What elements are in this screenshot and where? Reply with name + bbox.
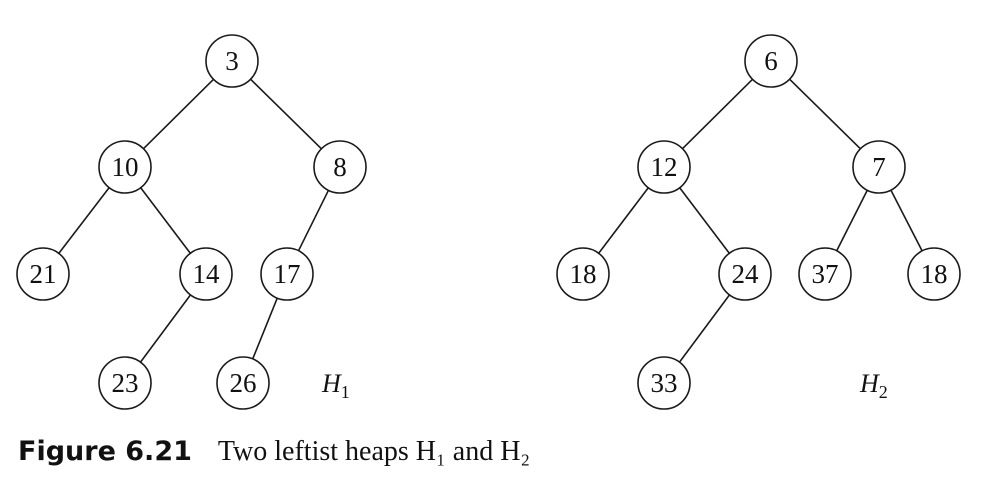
edges-layer [58,78,923,363]
h1-node-value: 21 [30,259,57,289]
h1-edge-14-23 [139,294,192,363]
h2-node-value: 24 [732,259,760,289]
h2-edge-12-18 [598,187,649,254]
h1-node-value: 23 [112,368,139,398]
h2-node-value: 12 [651,152,678,182]
h2-node-circle [556,247,610,301]
h2-node-circle [744,34,798,88]
h1-node: 23 [98,356,152,410]
h2-node-circle [718,247,772,301]
h2-node-value: 7 [872,152,886,182]
h1-edge-10-21 [58,187,110,254]
h2-node: 6 [744,34,798,88]
h2-edge-6-12 [681,78,754,150]
h2-edge-24-33 [678,294,731,363]
h2-node: 12 [637,140,691,194]
h2-node: 18 [907,247,961,301]
h1-node-circle [98,140,152,194]
caption-text: Two leftist heaps H₁ and H₂ [217,436,531,467]
h2-edge-7-37 [836,189,868,252]
h1-edge-17-26 [251,297,279,360]
h1-edge-3-10 [142,78,215,150]
h2-node: 24 [718,247,772,301]
h2-node-circle [637,356,691,410]
h1-node: 14 [179,247,233,301]
h2-heap-label: H2 [859,369,888,402]
h1-edge-10-14 [140,187,191,254]
h1-node: 21 [16,247,70,301]
h1-node-value: 10 [112,152,139,182]
h1-edge-8-17 [297,189,330,252]
h2-node-value: 18 [570,259,597,289]
h1-node: 3 [205,34,259,88]
figure-caption: Figure 6.21 Two leftist heaps H₁ and H₂ [18,436,530,480]
h2-node-circle [852,140,906,194]
h2-node: 37 [798,247,852,301]
h1-node-circle [205,34,259,88]
h1-node: 8 [313,140,367,194]
h1-heap-label-subscript: 1 [341,382,350,402]
h1-node-circle [313,140,367,194]
h1-heap-label: H1 [321,369,350,402]
h2-node-value: 37 [812,259,839,289]
h2-edge-6-7 [788,78,862,150]
h1-node-value: 17 [274,259,301,289]
h1-node-circle [216,356,270,410]
h2-node-value: 6 [764,46,778,76]
h1-node-value: 14 [193,259,221,289]
h2-node-value: 18 [921,259,948,289]
h2-edge-12-24 [679,187,730,254]
heap-labels-layer: H1 H2 [321,369,888,402]
h1-node-circle [179,247,233,301]
h1-node-value: 26 [230,368,257,398]
h1-node: 26 [216,356,270,410]
h2-node-circle [907,247,961,301]
h2-node: 18 [556,247,610,301]
h2-heap-label-subscript: 2 [879,382,888,402]
h1-node-value: 3 [225,46,239,76]
h1-node-circle [260,247,314,301]
h2-edge-7-18 [890,189,923,252]
h2-node-circle [798,247,852,301]
h2-node: 33 [637,356,691,410]
h1-node: 17 [260,247,314,301]
h2-node-value: 33 [651,368,678,398]
h1-node: 10 [98,140,152,194]
h1-node-circle [16,247,70,301]
h1-node-value: 8 [333,152,347,182]
h2-node-circle [637,140,691,194]
caption-number: Figure 6.21 [18,436,192,467]
h1-node-circle [98,356,152,410]
h1-edge-3-8 [249,78,323,150]
h2-node: 7 [852,140,906,194]
